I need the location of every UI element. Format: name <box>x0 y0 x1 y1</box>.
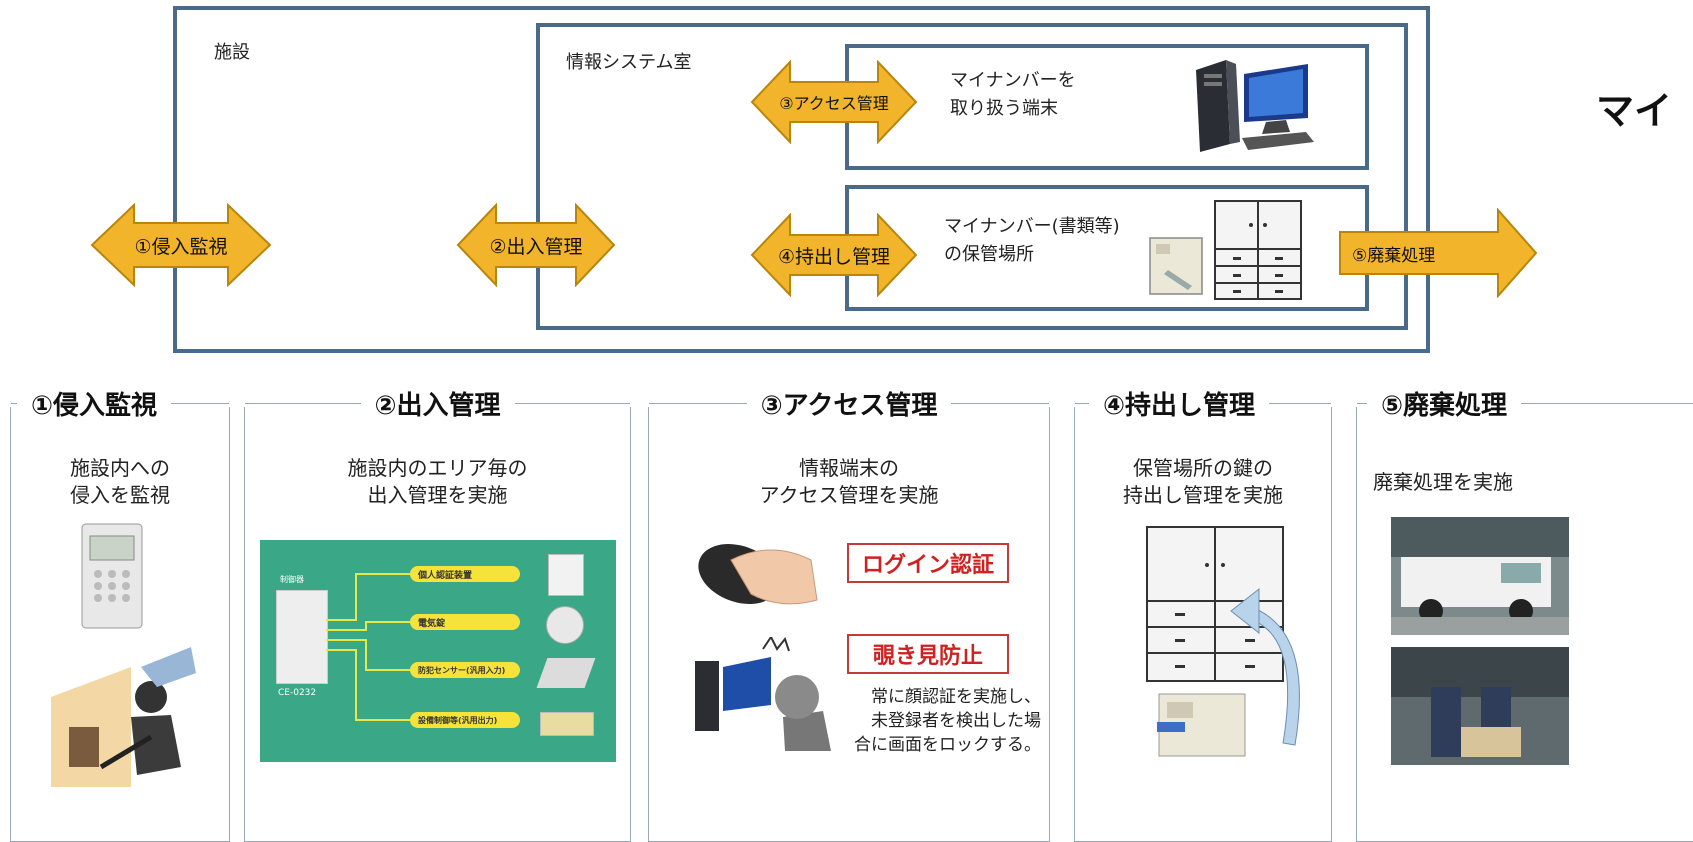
panel-desc-line1: 施設内のエリア毎の <box>347 456 528 480</box>
key-box-icon <box>1148 236 1204 296</box>
wiring-lines <box>326 573 414 721</box>
controller-label: 制御器 <box>280 575 304 584</box>
chip-electric-lock: 電気錠 <box>410 614 520 630</box>
light-icon <box>540 712 594 736</box>
badge-login-auth: ログイン認証 <box>847 543 1009 583</box>
panel-heading: ④持出し管理 <box>1089 385 1270 422</box>
cabinet-large-icon <box>1145 525 1285 683</box>
panel-access-management: ③アクセス管理 情報端末の アクセス管理を実施 ログイン認証 覗き見防止 常に顔… <box>648 385 1050 842</box>
chip-equipment-control: 設備制御等(汎用出力) <box>410 712 520 728</box>
panel-desc-line1: 保管場所の鍵の <box>1133 456 1273 480</box>
note-line3: 合に画面をロックする。 <box>854 735 1041 755</box>
panel-heading: ②出入管理 <box>360 385 515 422</box>
computer-tower-icon <box>1186 52 1321 154</box>
entry-control-system-diagram: 制御器 CE-0232 個人認証装置 電気錠 防犯センサー(汎用入力) 設備制御… <box>260 540 616 762</box>
lock-icon <box>546 606 584 644</box>
storage-label-line2: の保管場所 <box>944 244 1034 265</box>
panel-desc-line2: 侵入を監視 <box>70 483 170 507</box>
arrow-entry-management: ②出入管理 <box>456 203 616 287</box>
alarm-panel-icon <box>80 522 144 630</box>
arrow-disposal: ⑤廃棄処理 <box>1338 208 1538 298</box>
pc-user-icon <box>693 635 833 752</box>
arrow-intrusion-monitoring: ①侵入監視 <box>90 203 272 287</box>
arrow-access-management: ③アクセス管理 <box>750 60 918 144</box>
panel-desc-line1: 情報端末の <box>799 456 899 480</box>
storage-label-line1: マイナンバー(書類等) <box>944 216 1120 237</box>
key-box-icon <box>1155 692 1249 758</box>
card-reader-icon <box>548 554 584 596</box>
intruder-illustration <box>41 637 211 787</box>
cabinet-icon <box>1213 199 1303 301</box>
right-partial-title: マイ <box>1596 89 1673 133</box>
palm-scanner-icon <box>691 530 823 612</box>
truck-photo <box>1391 517 1569 635</box>
controller-box <box>276 590 328 684</box>
chip-security-sensor: 防犯センサー(汎用入力) <box>410 662 520 678</box>
controller-model: CE-0232 <box>278 688 317 698</box>
panel-disposal: ⑤廃棄処理 廃棄処理を実施 <box>1356 385 1693 842</box>
terminal-label-line2: 取り扱う端末 <box>950 98 1058 119</box>
arrow-takeout-management: ④持出し管理 <box>750 213 918 297</box>
panel-takeout-management: ④持出し管理 保管場所の鍵の 持出し管理を実施 <box>1074 385 1332 842</box>
note-line2: 未登録者を検出した場 <box>871 711 1041 731</box>
panel-heading: ③アクセス管理 <box>746 385 952 422</box>
arrow-access-management-label: ③アクセス管理 <box>779 94 889 113</box>
panel-desc-line1: 施設内への <box>70 456 170 480</box>
info-system-room-label: 情報システム室 <box>566 52 692 73</box>
arrow-entry-management-label: ②出入管理 <box>489 235 583 258</box>
panel-desc-line2: 持出し管理を実施 <box>1123 483 1283 507</box>
shredding-photo <box>1391 647 1569 765</box>
facility-label: 施設 <box>214 42 250 63</box>
chip-personal-auth: 個人認証装置 <box>410 566 520 582</box>
sensor-icon <box>536 658 596 688</box>
panel-desc-line2: 出入管理を実施 <box>367 483 508 507</box>
panel-heading: ⑤廃棄処理 <box>1367 385 1522 422</box>
facility-frame <box>173 6 1430 353</box>
arrow-takeout-management-label: ④持出し管理 <box>777 245 891 268</box>
terminal-label-line1: マイナンバーを <box>950 70 1076 91</box>
panel-entry-management: ②出入管理 施設内のエリア毎の 出入管理を実施 制御器 CE-0232 個人認証… <box>244 385 631 842</box>
badge-peek-prevention: 覗き見防止 <box>847 634 1009 674</box>
arrow-intrusion-monitoring-label: ①侵入監視 <box>134 235 228 258</box>
note-line1: 常に顔認証を実施し、 <box>871 687 1041 707</box>
arrow-disposal-label: ⑤廃棄処理 <box>1352 245 1436 266</box>
panel-desc-line2: アクセス管理を実施 <box>759 483 939 507</box>
panel-heading: ①侵入監視 <box>17 385 172 422</box>
panel-desc-line1: 廃棄処理を実施 <box>1373 470 1513 494</box>
return-arrow-icon <box>1225 575 1315 775</box>
info-system-room-frame <box>536 23 1408 330</box>
panel-intrusion-monitoring: ①侵入監視 施設内への 侵入を監視 <box>10 385 230 842</box>
